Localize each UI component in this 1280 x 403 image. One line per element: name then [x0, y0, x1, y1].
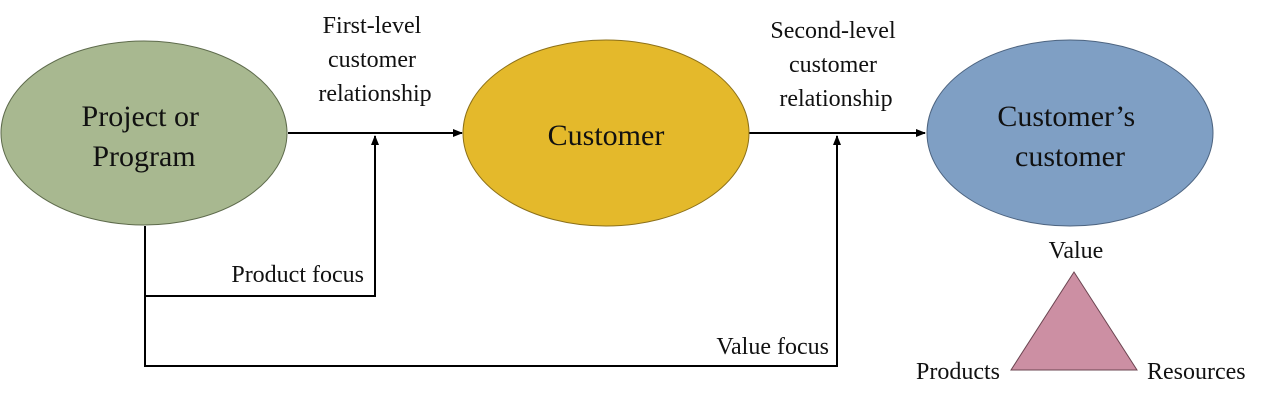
- project-node: [0, 40, 288, 226]
- value-focus-connector: [144, 135, 841, 367]
- value-triangle: [1010, 271, 1138, 371]
- product-focus-label: Product focus: [231, 262, 364, 288]
- value-focus-label: Value focus: [716, 334, 829, 360]
- triangle-label-resources: Resources: [1147, 359, 1246, 385]
- triangle-label-products: Products: [916, 359, 1000, 385]
- first-level-label: First-level customer relationship: [318, 13, 431, 107]
- project-node-label: Project or Program: [82, 100, 207, 173]
- second-level-label: Second-level customer relationship: [770, 18, 901, 112]
- product-focus-connector: [144, 135, 379, 297]
- triangle-label-value: Value: [1049, 238, 1104, 264]
- customers-customer-node: [926, 39, 1214, 227]
- customers-customer-node-label: Customer’s customer: [997, 100, 1142, 173]
- customer-node-label: Customer: [548, 119, 665, 152]
- customer-node: [462, 39, 750, 227]
